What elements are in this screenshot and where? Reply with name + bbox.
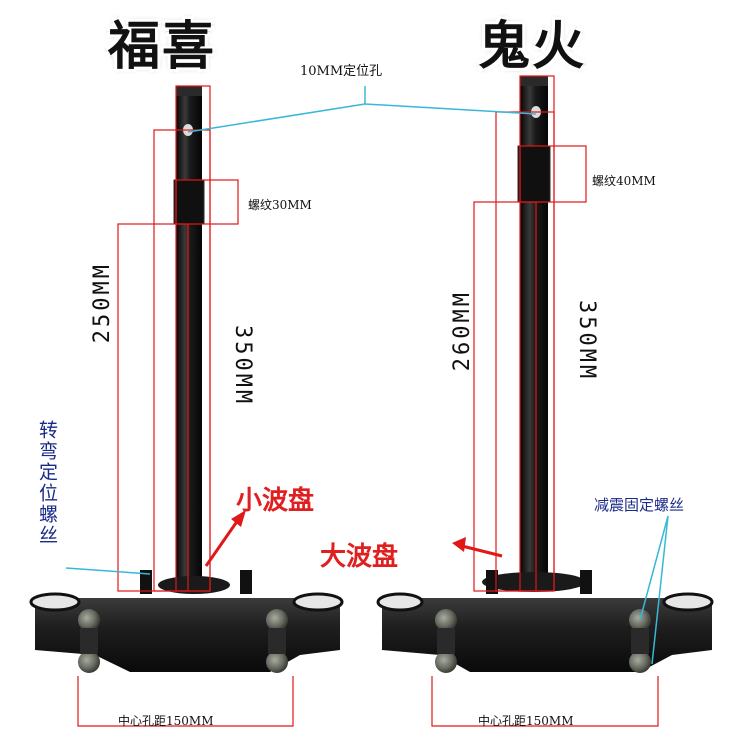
right-center-distance-label: 中心孔距150MM (478, 714, 574, 728)
left-bolt-top-left (78, 609, 100, 631)
right-length-260: 260MM (450, 290, 475, 372)
right-measure-lines (431, 75, 659, 727)
left-disc-arrow (204, 510, 246, 567)
turn-locating-screw-label: 转弯定位螺丝 (36, 420, 58, 546)
left-thread-band (173, 179, 205, 225)
right-triple-clamp (382, 598, 712, 672)
left-length-350: 350MM (230, 325, 255, 407)
left-model-title: 福喜 (108, 16, 217, 77)
right-model-title: 鬼火 (478, 16, 587, 77)
shock-mount-screw-label: 减震固定螺丝 (594, 496, 685, 514)
right-bolt-bottom-left (435, 651, 457, 673)
right-bolt-top-left (435, 609, 457, 631)
right-disc-arrow (452, 537, 503, 558)
right-fork-unit (376, 76, 714, 673)
left-bolt-top-right (266, 609, 288, 631)
left-measure-lines (77, 85, 294, 727)
locating-hole-label: 10MM定位孔 (300, 64, 383, 79)
left-bolt-bottom-left (78, 651, 100, 673)
left-length-250: 250MM (90, 262, 115, 344)
right-thread-label: 螺纹40MM (592, 174, 656, 188)
right-bolt-bottom-right (629, 651, 651, 673)
right-thread-band (517, 145, 551, 203)
left-stem-tube (176, 86, 202, 586)
left-bolt-bottom-right (266, 651, 288, 673)
right-length-350: 350MM (574, 300, 599, 382)
left-triple-clamp (35, 598, 340, 672)
left-fork-unit (29, 86, 344, 673)
right-large-disc (482, 572, 586, 592)
left-center-distance-label: 中心孔距150MM (118, 714, 214, 728)
right-disc-label: 大波盘 (320, 542, 399, 572)
left-thread-label: 螺纹30MM (248, 198, 312, 212)
left-disc-label: 小波盘 (236, 486, 315, 516)
leader-lines (65, 86, 669, 665)
